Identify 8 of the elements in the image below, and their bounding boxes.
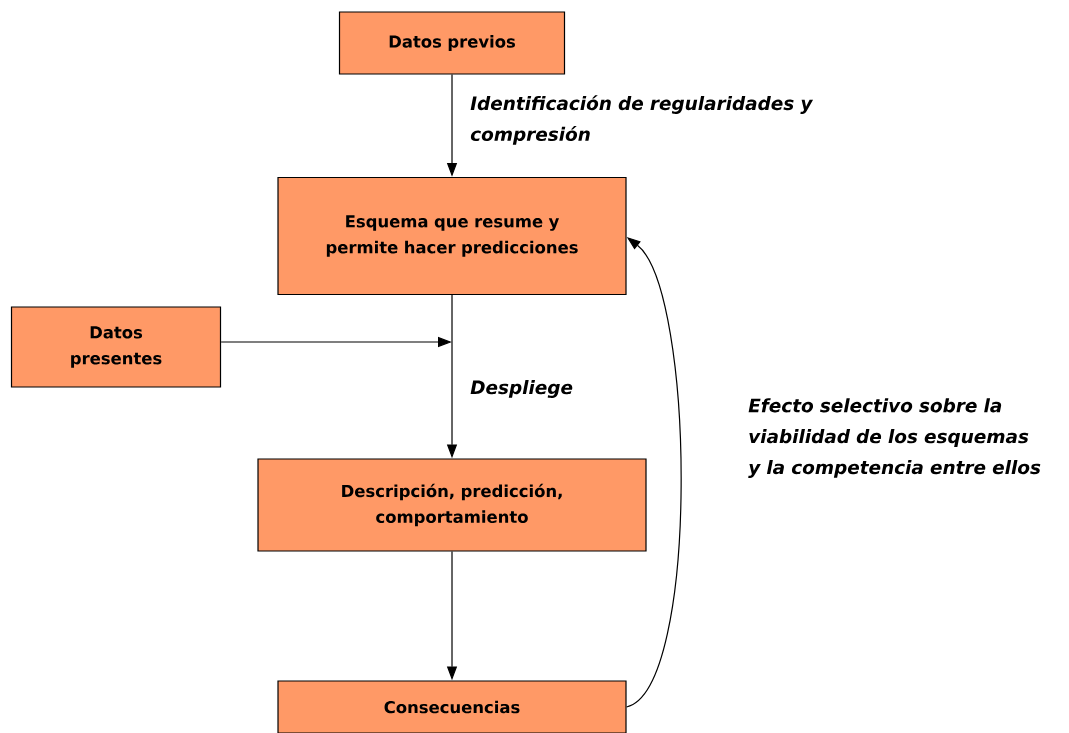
process-box: Descripción, predicción, comportamiento bbox=[257, 458, 647, 552]
process-box: Esquema que resume y permite hacer predicciones bbox=[277, 176, 627, 296]
process-box: Datos presentes bbox=[10, 306, 222, 388]
edge-label: Efecto selectivo sobre la viabilidad de los esquemas y la competencia entre ellos bbox=[748, 398, 1041, 478]
edge-label: Identificación de regularidades y compresión bbox=[470, 95, 814, 145]
edge-label: Despliege bbox=[470, 380, 573, 398]
process-box: Consecuencias bbox=[277, 680, 627, 733]
process-box: Datos previos bbox=[338, 11, 566, 75]
